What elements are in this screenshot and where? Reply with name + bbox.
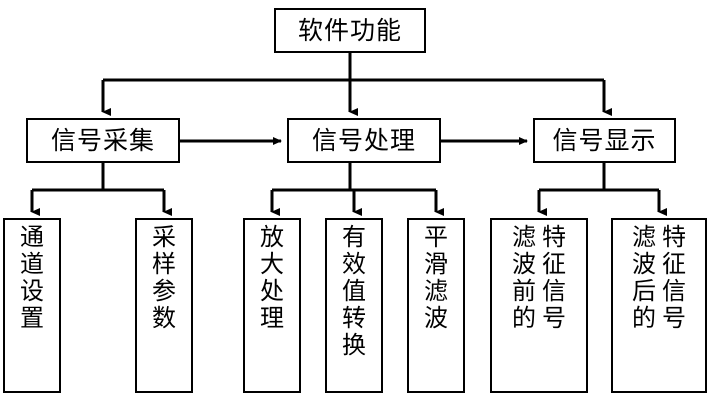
vertical-text-char: 值 xyxy=(342,276,366,305)
vertical-text-char: 征 xyxy=(662,249,686,278)
vertical-text: 通道设置 xyxy=(20,224,44,391)
node-smoothing-filter[interactable]: 平滑滤波 xyxy=(407,218,465,393)
node-feature-signal-after-filtering[interactable]: 特征信号滤波后的 xyxy=(611,218,707,393)
vertical-text-char: 征 xyxy=(542,249,566,278)
vertical-text-char: 滤 xyxy=(424,276,448,305)
vertical-text-char: 数 xyxy=(152,303,176,332)
vertical-text-char: 的 xyxy=(512,303,536,332)
vertical-text: 平滑滤波 xyxy=(424,224,448,391)
vertical-text-char: 波 xyxy=(512,249,536,278)
vertical-text-char: 参 xyxy=(152,276,176,305)
vertical-text-column: 平滑滤波 xyxy=(424,224,448,391)
node-channel-settings[interactable]: 通道设置 xyxy=(3,218,61,393)
node-label: 信号采集 xyxy=(50,126,155,155)
vertical-text-char: 号 xyxy=(542,303,566,332)
vertical-text-char: 滑 xyxy=(424,249,448,278)
vertical-text-char: 放 xyxy=(260,223,284,251)
vertical-text-char: 大 xyxy=(260,249,284,278)
processing-children-connectors xyxy=(270,163,444,216)
vertical-text-char: 理 xyxy=(260,303,284,332)
node-signal-acquisition[interactable]: 信号采集 xyxy=(26,118,180,163)
vertical-text-char: 处 xyxy=(260,276,284,305)
node-amplification[interactable]: 放大处理 xyxy=(243,218,301,393)
vertical-text-column: 采样参数 xyxy=(152,224,176,391)
vertical-text-column: 滤波前的 xyxy=(512,224,536,391)
node-signal-display[interactable]: 信号显示 xyxy=(533,118,676,163)
vertical-text-char: 换 xyxy=(342,330,366,359)
vertical-text-char: 有 xyxy=(342,223,366,251)
vertical-text-column: 有效值转换 xyxy=(342,224,366,391)
vertical-text-char: 的 xyxy=(632,303,656,332)
vertical-text-char: 信 xyxy=(542,276,566,305)
vertical-text-column: 滤波后的 xyxy=(632,224,656,391)
vertical-text-char: 滤 xyxy=(512,223,536,251)
vertical-text-column: 放大处理 xyxy=(260,224,284,391)
vertical-text-char: 设 xyxy=(20,276,44,305)
vertical-text-char: 转 xyxy=(342,303,366,332)
vertical-text-column: 特征信号 xyxy=(542,224,566,391)
vertical-text: 特征信号滤波前的 xyxy=(512,224,566,391)
vertical-text-char: 信 xyxy=(662,276,686,305)
vertical-text-char: 波 xyxy=(424,303,448,332)
acquisition-children-connectors xyxy=(30,163,172,216)
node-label: 信号显示 xyxy=(552,126,657,155)
vertical-text: 放大处理 xyxy=(260,224,284,391)
vertical-text-char: 采 xyxy=(152,223,176,251)
node-sampling-parameters[interactable]: 采样参数 xyxy=(135,218,193,393)
vertical-text-char: 后 xyxy=(632,276,656,305)
vertical-text-column: 特征信号 xyxy=(662,224,686,391)
vertical-text-char: 平 xyxy=(424,223,448,251)
node-label: 信号处理 xyxy=(311,126,416,155)
vertical-text: 特征信号滤波后的 xyxy=(632,224,686,391)
node-rms-conversion[interactable]: 有效值转换 xyxy=(325,218,383,393)
node-signal-processing[interactable]: 信号处理 xyxy=(287,118,441,163)
vertical-text: 采样参数 xyxy=(152,224,176,391)
display-children-connectors xyxy=(537,163,667,216)
node-label: 软件功能 xyxy=(297,16,402,45)
vertical-text-char: 置 xyxy=(20,303,44,332)
vertical-text-char: 号 xyxy=(662,303,686,332)
vertical-text-char: 前 xyxy=(512,276,536,305)
vertical-text-char: 道 xyxy=(20,249,44,278)
vertical-text-char: 效 xyxy=(342,249,366,278)
root-to-level2-connectors xyxy=(101,53,612,116)
vertical-text-char: 特 xyxy=(542,223,566,251)
vertical-text-column: 通道设置 xyxy=(20,224,44,391)
vertical-text-char: 通 xyxy=(20,223,44,251)
vertical-text-char: 特 xyxy=(662,223,686,251)
vertical-text: 有效值转换 xyxy=(342,224,366,391)
vertical-text-char: 滤 xyxy=(632,223,656,251)
vertical-text-char: 波 xyxy=(632,249,656,278)
vertical-text-char: 样 xyxy=(152,249,176,278)
node-root-software-function[interactable]: 软件功能 xyxy=(274,8,426,53)
node-feature-signal-before-filtering[interactable]: 特征信号滤波前的 xyxy=(490,218,588,393)
